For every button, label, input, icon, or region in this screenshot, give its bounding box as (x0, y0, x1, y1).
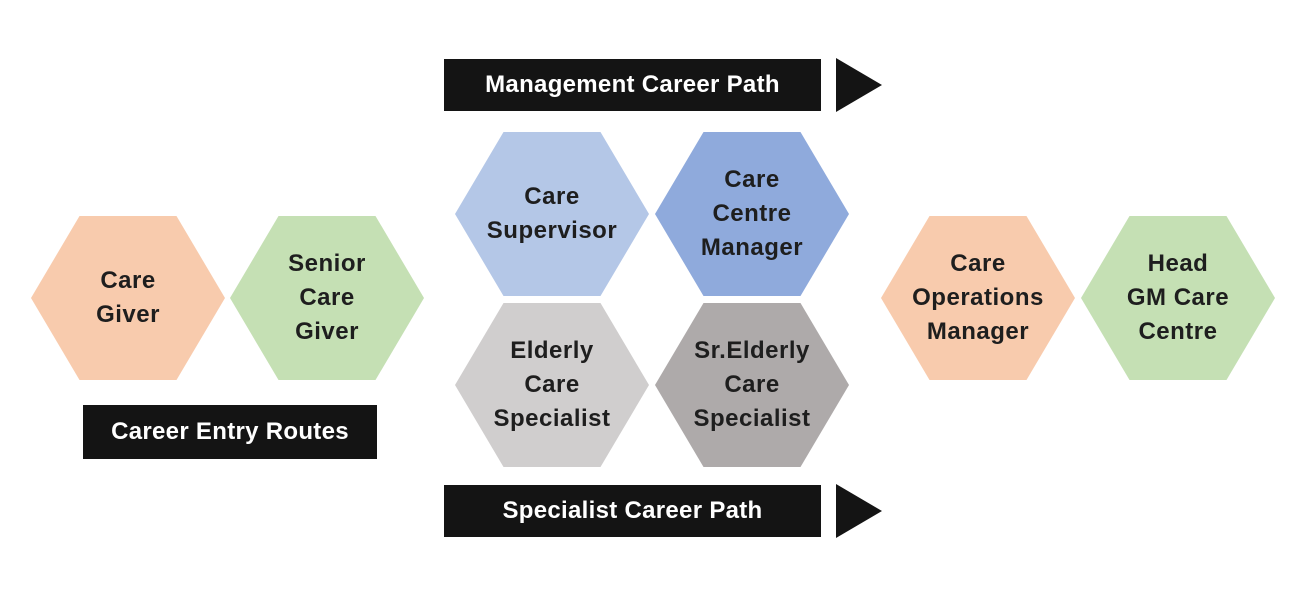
elderly-care-specialist-line-3: Specialist (493, 405, 611, 432)
care-supervisor-line-2: Supervisor (486, 217, 618, 244)
elderly-care-specialist-line-1: Elderly (510, 337, 594, 364)
elderly-care-specialist-hexagon: Elderly Care Specialist (455, 303, 649, 467)
sr-elderly-care-specialist-hexagon: Sr.Elderly Care Specialist (655, 303, 849, 467)
care-centre-manager-hexagon: Care Centre Manager (655, 132, 849, 296)
head-gm-care-centre-line-3: Centre (1138, 318, 1218, 345)
care-operations-manager-hexagon: Care Operations Manager (881, 216, 1075, 380)
care-operations-manager-line-1: Care (950, 250, 1006, 277)
sr-elderly-care-specialist-line-2: Care (724, 371, 780, 398)
care-centre-manager-line-3: Manager (700, 234, 804, 261)
care-giver-hexagon: Care Giver (31, 216, 225, 380)
career-entry-routes-label: Career Entry Routes (83, 405, 377, 459)
care-giver-line-2: Giver (96, 301, 160, 328)
care-supervisor-line-1: Care (524, 183, 580, 210)
specialist-career-path-label: Specialist Career Path (444, 485, 821, 537)
senior-care-giver-line-1: Senior (288, 250, 366, 277)
specialist-arrow-head-icon (836, 484, 882, 538)
senior-care-giver-line-3: Giver (295, 318, 359, 345)
care-operations-manager-line-3: Manager (926, 318, 1030, 345)
sr-elderly-care-specialist-line-1: Sr.Elderly (694, 337, 810, 364)
head-gm-care-centre-line-1: Head (1147, 250, 1209, 277)
care-supervisor-hexagon: Care Supervisor (455, 132, 649, 296)
management-career-path-label: Management Career Path (444, 59, 821, 111)
head-gm-care-centre-line-2: GM Care (1126, 284, 1230, 311)
care-centre-manager-line-1: Care (724, 166, 780, 193)
elderly-care-specialist-line-2: Care (524, 371, 580, 398)
management-arrow-head-icon (836, 58, 882, 112)
care-giver-line-1: Care (100, 267, 156, 294)
sr-elderly-care-specialist-line-3: Specialist (693, 405, 811, 432)
senior-care-giver-line-2: Care (299, 284, 355, 311)
senior-care-giver-hexagon: Senior Care Giver (230, 216, 424, 380)
head-gm-care-centre-hexagon: Head GM Care Centre (1081, 216, 1275, 380)
care-centre-manager-line-2: Centre (712, 200, 792, 227)
care-operations-manager-line-2: Operations (912, 284, 1044, 311)
